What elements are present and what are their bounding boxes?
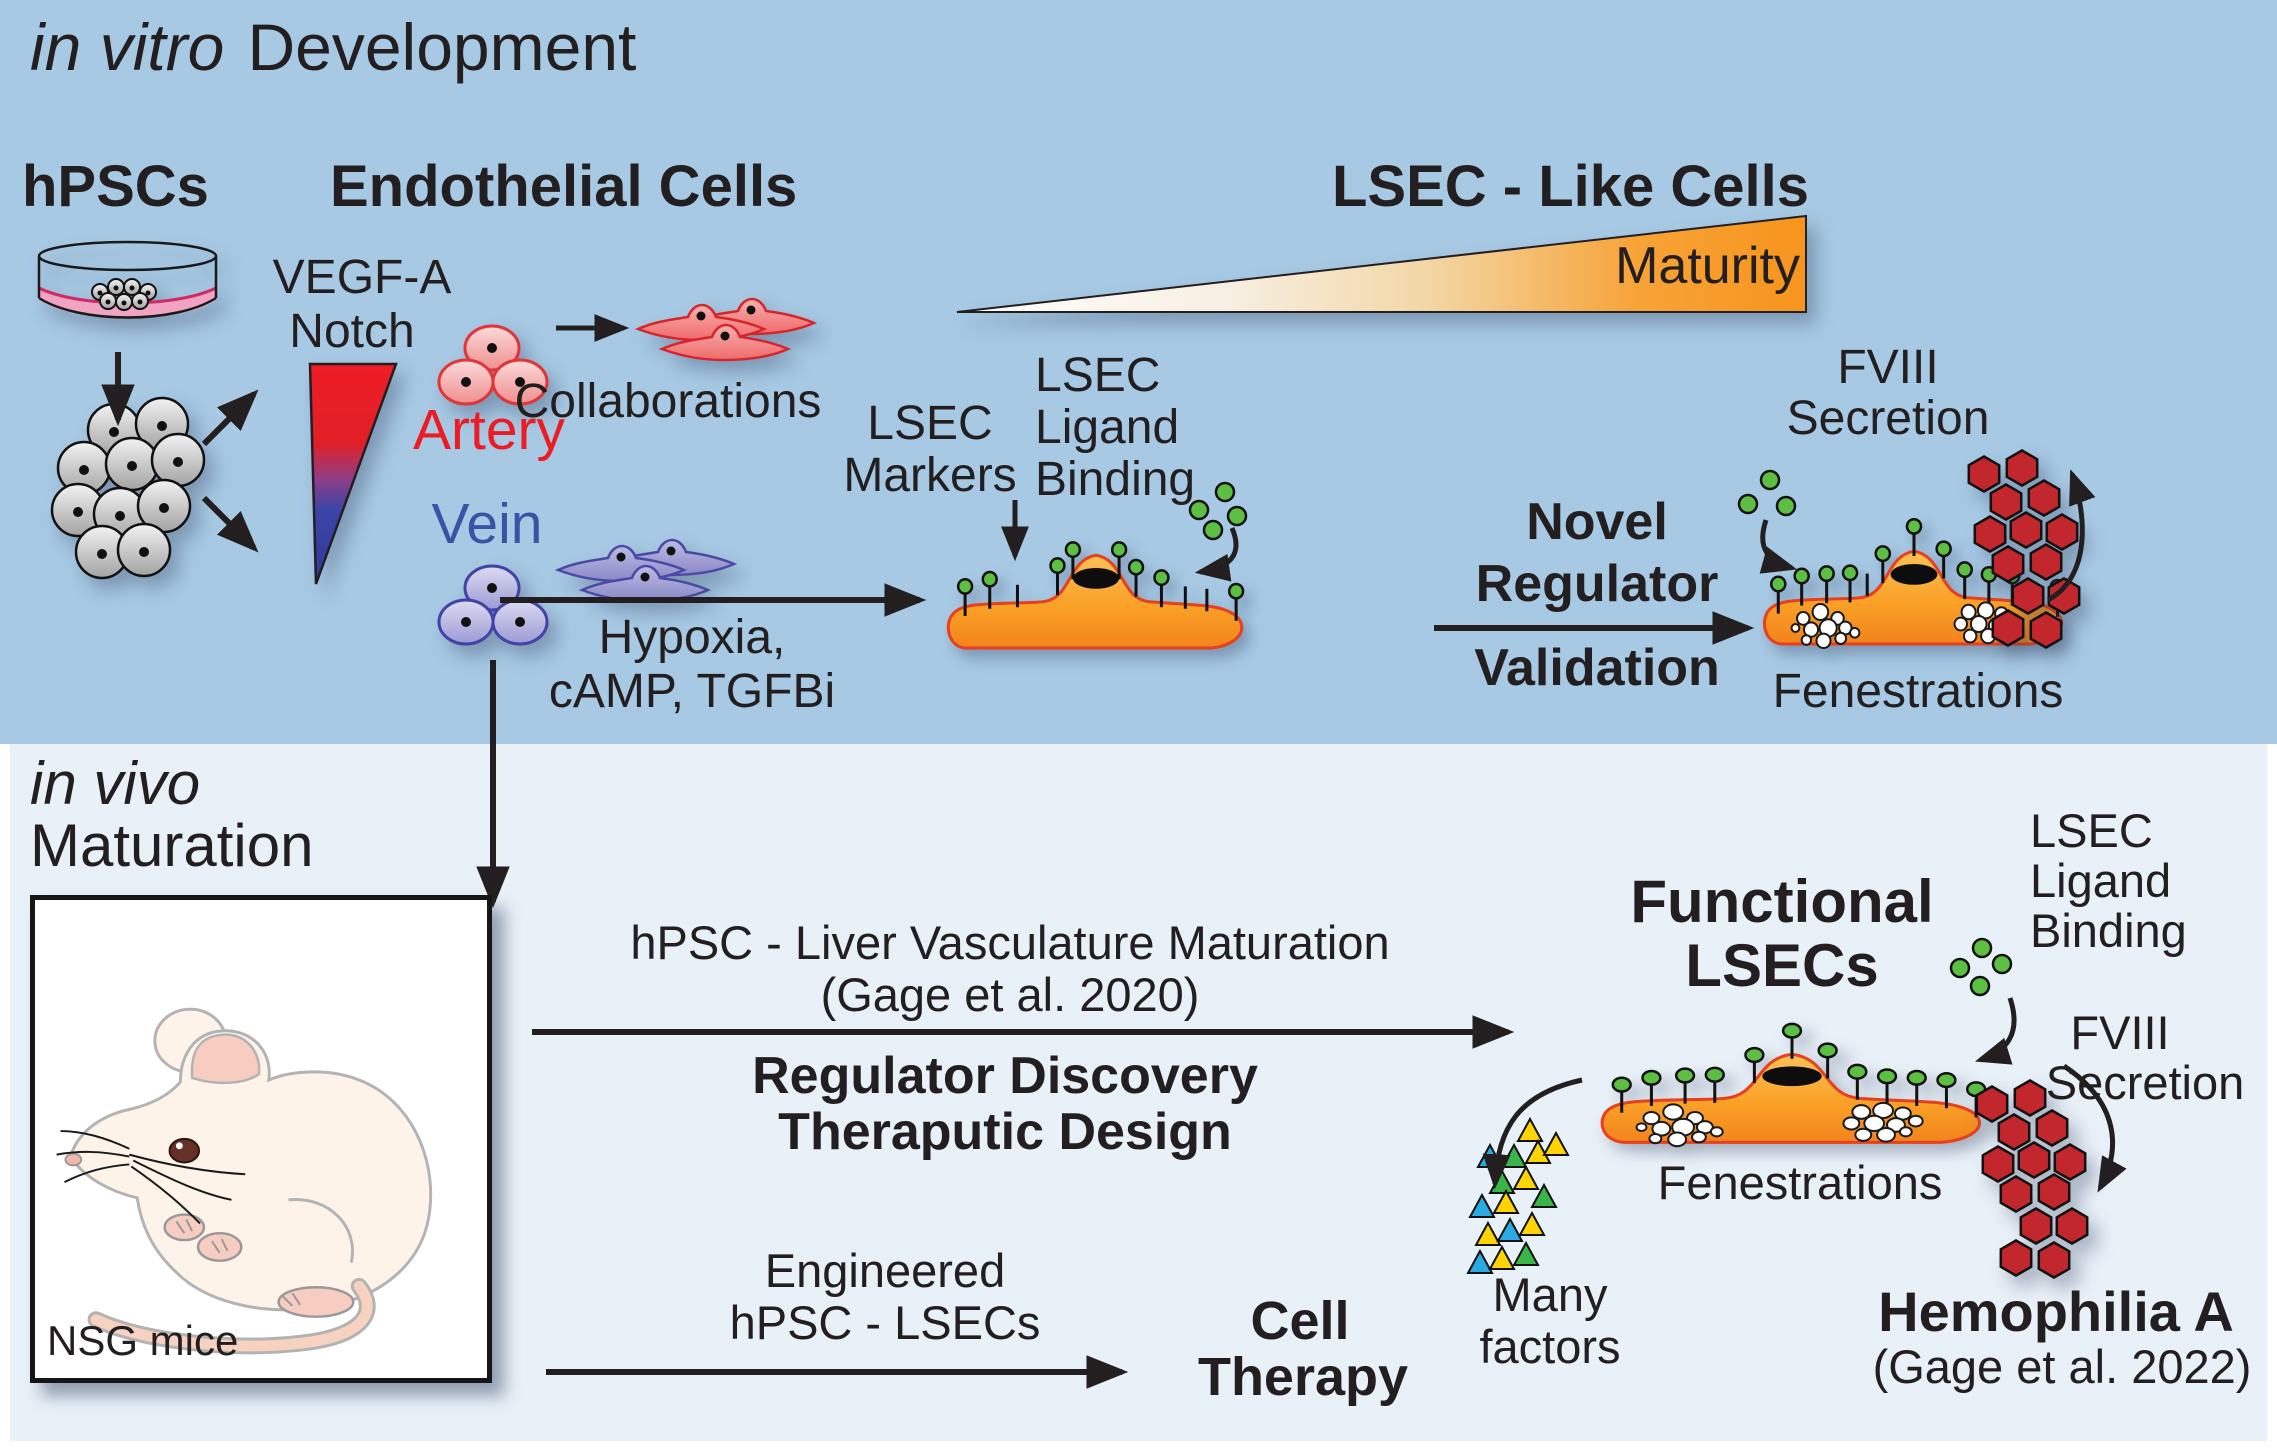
flow-arrows: [101, 314, 1755, 1389]
vein-cell-monolayer: [554, 538, 738, 603]
artery-cell-monolayer: [634, 297, 818, 362]
functional-lsecs-line1: Functional: [1630, 868, 1934, 935]
fenestrations-bottom-label: Fenestrations: [1657, 1156, 1943, 1209]
regulator-label: Regulator: [1475, 555, 1719, 613]
ligand-binding-top-line2: Ligand: [1035, 401, 1180, 454]
maturity-gradient-triangle: [956, 214, 1807, 313]
mouse-ear: [190, 1033, 261, 1085]
in-vitro-italic: in vitro: [30, 10, 225, 84]
ligand-arrow-functional-cell: [1974, 997, 2017, 1065]
fenestrations-top-label: Fenestrations: [1772, 665, 2064, 718]
nsg-mouse-box: NSG mice: [30, 895, 492, 1383]
many-factors-line2: factors: [1479, 1320, 1621, 1373]
hypoxia-label-line2: cAMP, TGFBi: [548, 665, 836, 718]
collaborations-label: Collaborations: [514, 375, 822, 428]
many-factors-arrow: [1482, 1077, 1583, 1190]
lsec-like-cell: [948, 542, 1243, 648]
petri-dish: [37, 240, 218, 319]
ligand-dots-validated-cell: [1737, 469, 1797, 517]
artery-label: Artery: [412, 398, 566, 462]
notch-label: Notch: [289, 305, 415, 358]
ligand-binding-top-line1: LSEC: [1035, 349, 1161, 402]
novel-label: Novel: [1526, 493, 1668, 551]
fviii-top-line2: Secretion: [1786, 392, 1990, 445]
nsg-mouse-illustration: [56, 1007, 433, 1355]
mouse-front-paw: [163, 1213, 206, 1242]
colony-to-artery-arrow: [201, 389, 259, 447]
regulator-discovery-label: Regulator Discovery: [752, 1047, 1258, 1105]
header-hpscs: hPSCs: [22, 154, 209, 219]
ligand-binding-bottom-line1: LSEC: [2030, 804, 2153, 857]
functional-lsecs-line2: LSECs: [1685, 932, 1879, 999]
ligand-binding-bottom-line2: Ligand: [2030, 854, 2172, 907]
mouse-nose: [64, 1152, 83, 1167]
hpsc-lsecs-label: hPSC - LSECs: [729, 1296, 1041, 1349]
fviii-top-line1: FVIII: [1837, 341, 1939, 394]
mouse-drawing: [56, 1007, 433, 1355]
validated-lsec-cell-with-fenestrations: [1764, 519, 2064, 648]
mouse-hind-foot: [277, 1285, 355, 1318]
cell-therapy-line1: Cell: [1250, 1291, 1350, 1351]
mouse-whiskers: [56, 1130, 246, 1225]
fviii-particles-bottom: [1975, 1079, 2089, 1279]
hypoxia-label-line1: Hypoxia,: [598, 611, 786, 664]
hemophilia-a-label: Hemophilia A: [1878, 1280, 2234, 1343]
header-lsec-like-cells: LSEC - Like Cells: [1332, 154, 1810, 219]
ligand-binding-top-line3: Binding: [1035, 453, 1196, 506]
hemophilia-ref-label: (Gage et al. 2022): [1872, 1340, 2252, 1393]
fviii-secretion-arrow-top: [2046, 469, 2096, 603]
maturation-route-line1: hPSC - Liver Vasculature Maturation: [630, 916, 1390, 969]
secreted-factor-triangles: [1466, 1116, 1570, 1274]
lsec-markers-line2: Markers: [843, 449, 1017, 502]
colony-to-vein-arrow: [201, 495, 259, 553]
fviii-bottom-line1: FVIII: [2070, 1006, 2170, 1059]
ligand-dots-top: [1188, 481, 1248, 541]
validation-label: Validation: [1474, 639, 1720, 697]
artery-endothelial-cells: [437, 324, 549, 406]
fviii-bottom-line2: Secretion: [2045, 1056, 2245, 1109]
vegf-a-label: VEGF-A: [272, 251, 452, 304]
hpsc-cells-in-dish: [91, 278, 157, 311]
mouse-body: [68, 1029, 433, 1312]
fviii-secretion-arrow-bottom: [2062, 1063, 2127, 1193]
vein-label: Vein: [431, 492, 543, 556]
lsec-markers-line1: LSEC: [867, 397, 993, 450]
maturity-label: Maturity: [1615, 237, 1800, 295]
functional-lsec-cell: [1602, 1024, 1985, 1146]
vein-endothelial-cells: [437, 564, 549, 646]
maturation-route-line2: (Gage et al. 2020): [820, 968, 1200, 1021]
theraputic-design-label: Theraputic Design: [778, 1103, 1232, 1161]
ligand-binding-arrow-top: [1194, 527, 1239, 582]
hpsc-colony: [50, 396, 206, 580]
section-title-in-vitro: in vitro Development: [30, 10, 637, 84]
cell-therapy-line2: Therapy: [1197, 1347, 1409, 1407]
mouse-eye: [168, 1137, 201, 1164]
curved-arrows: [1194, 469, 2127, 1193]
section-title-maturation: Maturation: [30, 812, 314, 879]
section-title-in-vivo: in vivo: [30, 750, 201, 817]
ligand-binding-bottom-line3: Binding: [2030, 904, 2187, 957]
fviii-particles-top: [1967, 449, 2081, 649]
engineered-label: Engineered: [764, 1244, 1006, 1297]
artery-vein-gradient-wedge: [308, 362, 398, 585]
many-factors-line1: Many: [1492, 1268, 1608, 1321]
header-endothelial-cells: Endothelial Cells: [330, 154, 798, 219]
nsg-mice-label: NSG mice: [47, 1317, 239, 1364]
ligand-dots-functional-cell: [1949, 937, 2013, 997]
ligand-arrow-validated-cell: [1759, 519, 1798, 574]
development-text: Development: [247, 10, 637, 84]
